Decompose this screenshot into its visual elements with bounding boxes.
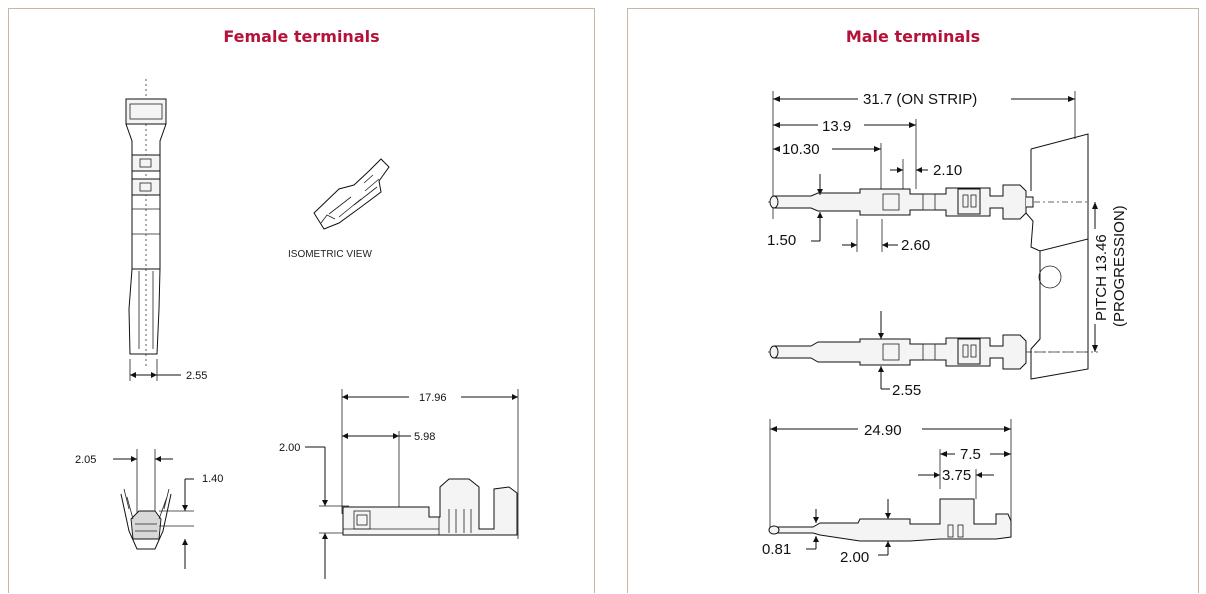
dim-24-90: 24.90 bbox=[864, 422, 902, 439]
female-isometric-view: ISOMETRIC VIEW bbox=[288, 158, 390, 260]
dim-2-00-female: 2.00 bbox=[279, 442, 300, 454]
dim-2-55: 2.55 bbox=[186, 370, 207, 382]
isometric-view-label: ISOMETRIC VIEW bbox=[288, 249, 372, 260]
male-terminal-loose: 24.90 7.5 3.75 0.81 bbox=[762, 419, 1012, 566]
dim-1-40: 1.40 bbox=[202, 473, 223, 485]
female-panel-title: Female terminals bbox=[223, 27, 380, 46]
female-terminals-panel: Female terminals 2.55 bbox=[8, 8, 595, 593]
dim-5-98: 5.98 bbox=[414, 431, 435, 443]
female-terminal-side-view: 17.96 5.98 2.00 bbox=[279, 389, 519, 579]
dim-2-10: 2.10 bbox=[933, 162, 962, 179]
dim-31-7: 31.7 (ON STRIP) bbox=[863, 91, 977, 108]
dim-3-75: 3.75 bbox=[942, 467, 971, 484]
male-terminal-on-strip-lower: 2.55 bbox=[768, 311, 1088, 399]
female-terminal-end-view: 2.05 1.40 bbox=[75, 449, 223, 569]
dim-2-55-male: 2.55 bbox=[892, 382, 921, 399]
progression-label: (PROGRESSION) bbox=[1111, 205, 1128, 327]
pitch-label: PITCH 13.46 bbox=[1093, 234, 1110, 321]
dim-7-5: 7.5 bbox=[960, 446, 981, 463]
dim-17-96: 17.96 bbox=[419, 392, 447, 404]
female-terminal-drawings: 2.55 ISOMETRIC VIEW 2.05 bbox=[75, 79, 519, 579]
dim-10-30: 10.30 bbox=[782, 141, 820, 158]
strip-length-dimension: 31.7 (ON STRIP) 13.9 10.30 2.10 bbox=[772, 91, 1076, 219]
dim-2-00-male: 2.00 bbox=[840, 549, 869, 566]
female-terminal-top-view: 2.55 bbox=[125, 79, 207, 382]
male-terminal-drawings: 31.7 (ON STRIP) 13.9 10.30 2.10 bbox=[762, 91, 1128, 566]
dim-13-9: 13.9 bbox=[822, 118, 851, 135]
dim-2-60: 2.60 bbox=[901, 237, 930, 254]
dim-0-81: 0.81 bbox=[762, 541, 791, 558]
male-terminal-on-strip-upper: 1.50 2.60 bbox=[767, 133, 1089, 254]
dim-1-50: 1.50 bbox=[767, 232, 796, 249]
male-terminals-panel: Male terminals 31.7 (ON STRIP) 13.9 10.3… bbox=[627, 8, 1199, 593]
dim-2-05: 2.05 bbox=[75, 454, 96, 466]
carrier-strip: PITCH 13.46 (PROGRESSION) bbox=[1026, 202, 1128, 380]
male-panel-title: Male terminals bbox=[845, 27, 981, 46]
